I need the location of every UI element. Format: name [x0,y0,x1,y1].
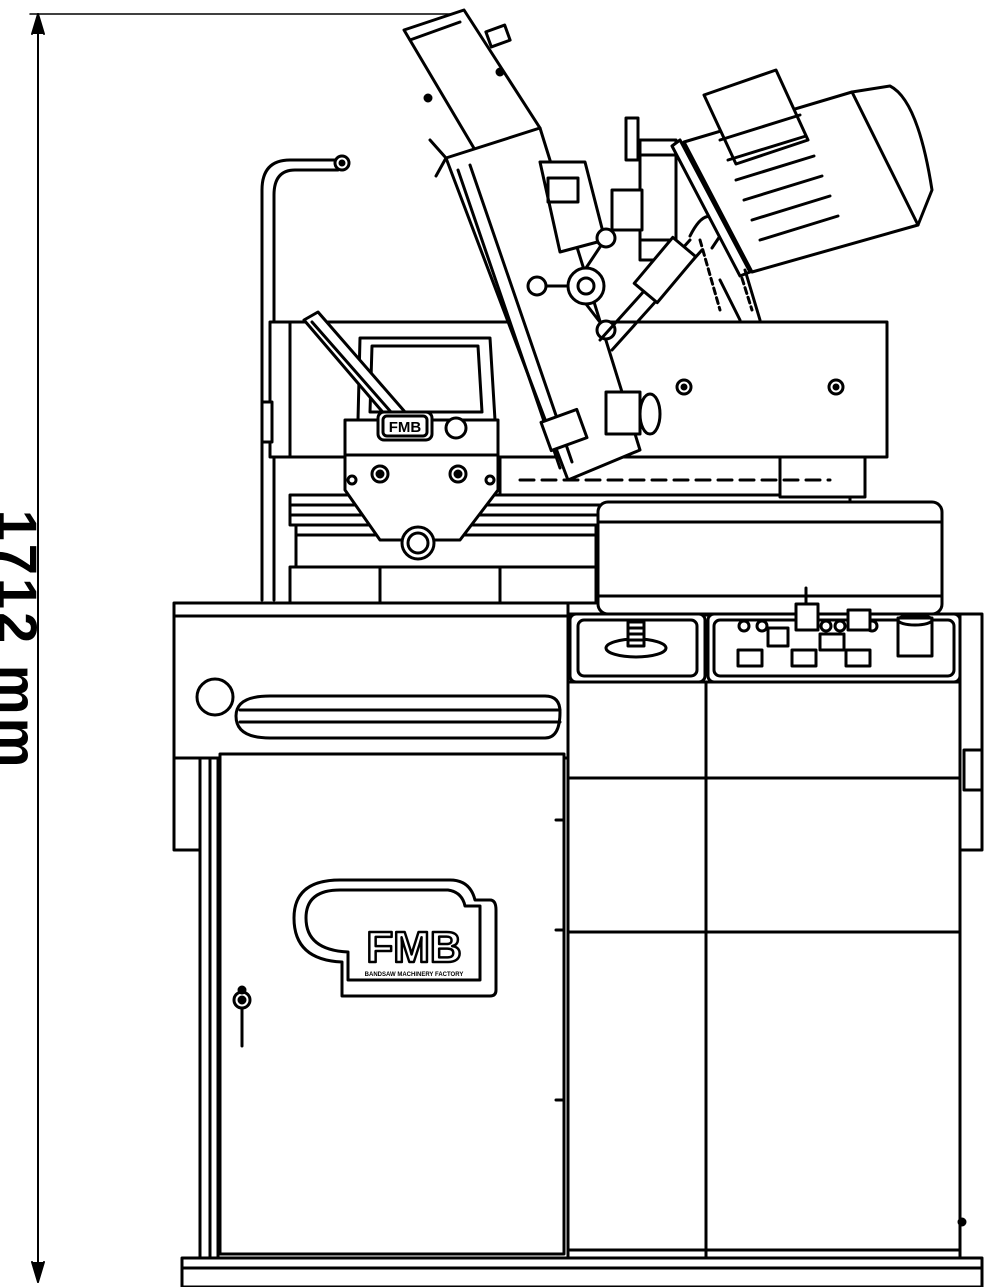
height-dimension [29,13,451,1283]
brand-logo-text: FMB [366,923,461,972]
tension-mechanism [526,116,754,436]
brand-logo: FMB BANDSAW MACHINERY FACTORY [292,878,498,998]
vise-assembly: FMB [302,310,500,561]
control-housing [596,500,944,616]
floor-plinth [180,1256,984,1287]
saw-arm [402,8,642,482]
control-panels [568,586,962,684]
motor [670,68,934,322]
top-handle-bar [260,154,351,602]
vise-badge: FMB [389,419,422,436]
height-dimension-label: 1712 mm [0,510,49,771]
right-cabinets [566,680,967,1260]
machine-base [172,601,984,852]
left-cabinet [198,752,570,1260]
brand-tagline: BANDSAW MACHINERY FACTORY [365,972,464,978]
